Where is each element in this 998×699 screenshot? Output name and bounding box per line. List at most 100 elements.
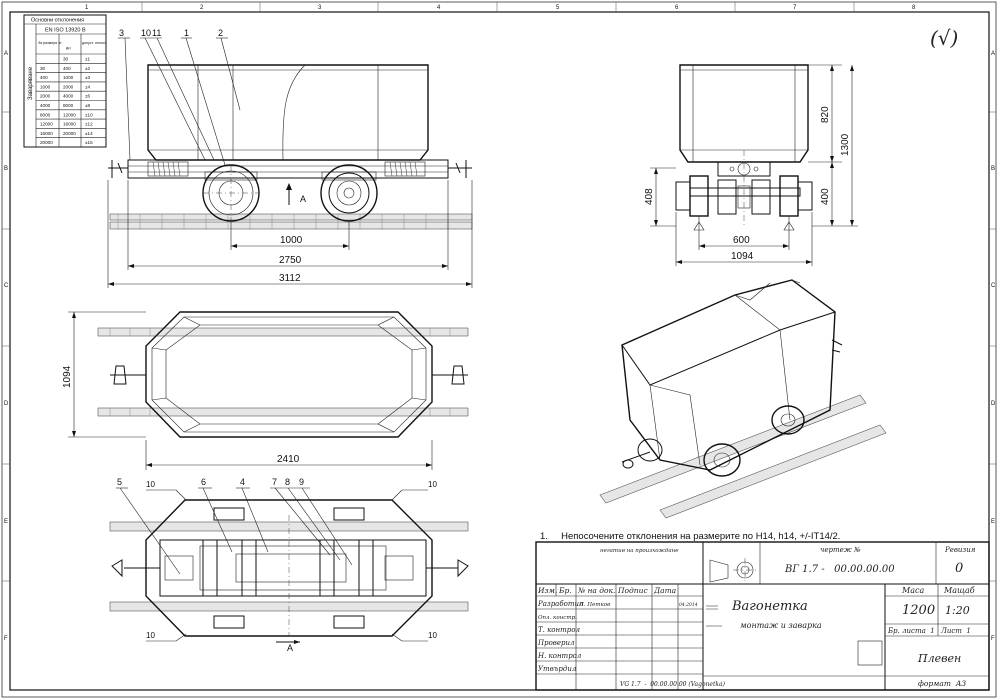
title-block: негатив на произхождане чертеж № ВГ 1.7 …: [535, 541, 990, 691]
tolerance-cell: ±3: [85, 75, 91, 80]
tolerance-cell: 20000: [63, 131, 76, 136]
zone-dividers-side: [2, 111, 996, 582]
zone-rows-left: A B C D E F: [4, 51, 9, 642]
title-sheet-no: Лист 1: [940, 627, 971, 635]
side-balloon-11: 11: [152, 28, 161, 38]
zone-row-f-r: F: [991, 636, 995, 642]
side-balloon-3: 3: [119, 28, 124, 38]
zone-row-b-r: B: [991, 166, 995, 172]
zone-col-7: 7: [793, 5, 797, 11]
sheet-inner-frame: [9, 11, 990, 691]
tolerance-cell: 2000: [63, 84, 74, 89]
title-footer-file: VG 1.7 - 00.00.00.00 (Vagonetka): [620, 681, 726, 688]
zone-col-5: 5: [556, 5, 560, 11]
zone-col-3: 3: [318, 5, 322, 11]
tolerance-cell: 16000: [63, 122, 76, 127]
side-frame: [127, 159, 449, 179]
top-body-outer: [145, 311, 433, 438]
tolerance-cell: ±2: [85, 66, 91, 71]
tolerance-cell: 12000: [40, 122, 53, 127]
bottom-weld-label-tr: 10: [428, 480, 437, 489]
tolerance-cell: 2000: [40, 94, 51, 99]
tolerance-cell: 30: [40, 66, 46, 71]
title-col-doc: № на док.: [577, 586, 615, 595]
title-row-norm-control: Н. контрол: [537, 652, 581, 660]
bottom-weld-label-bl: 10: [146, 631, 155, 640]
side-dim-3112: 3112: [279, 273, 301, 284]
side-dim-1000: 1000: [280, 235, 303, 246]
title-mass: 1200: [902, 603, 935, 618]
side-rail-bottom: [109, 221, 473, 230]
top-dim-2410: 2410: [277, 454, 300, 465]
zone-row-d: D: [4, 401, 9, 407]
tolerance-cell: 1000: [63, 75, 74, 80]
tolerance-col-from: За размери от: [38, 41, 62, 45]
side-balloon-2: 2: [218, 28, 223, 38]
title-scale: 1:20: [945, 604, 970, 617]
tolerance-cell: ±4: [85, 84, 91, 89]
tolerance-cell: ±8: [85, 103, 91, 108]
zone-rows-right: A B C D E F: [991, 51, 996, 642]
bottom-balloon-5: 5: [117, 477, 122, 487]
title-row-developed: Разработил: [537, 600, 583, 608]
top-dim-1094: 1094: [62, 365, 73, 388]
end-dim-600: 600: [733, 235, 750, 246]
tolerance-cell: 30: [63, 57, 69, 62]
end-dim-1300: 1300: [840, 133, 851, 156]
tolerance-cell: ±6: [85, 94, 91, 99]
tolerance-cell: ±10: [85, 112, 93, 117]
zone-col-2: 2: [200, 5, 204, 11]
tolerance-cell: ±16: [85, 140, 93, 145]
bottom-balloon-4: 4: [240, 477, 245, 487]
tolerance-cell: ±14: [85, 131, 93, 136]
tolerance-cell: ±1: [85, 57, 91, 62]
tolerance-cell: 4000: [40, 103, 51, 108]
tolerance-cell: 1000: [40, 84, 51, 89]
title-company: Плевен: [917, 652, 961, 665]
tolerance-cell: ±12: [85, 122, 93, 127]
title-row-checked: Проверил: [537, 639, 574, 647]
title-col-izm: Изм.: [537, 586, 557, 595]
top-view: 1094 2410: [62, 311, 469, 470]
iso-body: [621, 279, 836, 471]
iso-wheel-front-left: [703, 443, 741, 477]
zone-row-b: B: [4, 166, 8, 172]
tolerance-cell: 4000: [63, 94, 74, 99]
title-orig-label: негатив на произхождане: [600, 548, 679, 554]
end-dim-408: 408: [644, 188, 655, 205]
title-drawing-no-label: чертеж №: [820, 546, 861, 554]
zone-row-d-r: D: [991, 401, 996, 407]
projection-symbol: [709, 558, 757, 583]
zone-col-6: 6: [675, 5, 679, 11]
zone-col-8: 8: [912, 5, 916, 11]
tolerance-cell: 16000: [40, 131, 53, 136]
tolerance-table-standard: EN ISO 13920 B: [45, 28, 86, 34]
bottom-weld-label-tl: 10: [146, 480, 155, 489]
title-revision: 0: [955, 561, 963, 576]
title-subtitle: монтаж и заварка: [740, 621, 822, 630]
tolerance-cell: 8000: [40, 112, 51, 117]
title-drawing-no: ВГ 1.7 - 00.00.00.00: [784, 564, 895, 575]
zone-row-a-r: A: [991, 51, 995, 57]
title-date: 04.2014: [679, 602, 698, 608]
roughness-symbol: (√): [930, 26, 958, 50]
title-name: Вагонетка: [731, 599, 808, 614]
title-row-approved: Утвърдил: [538, 665, 576, 673]
zone-row-e: E: [4, 519, 8, 525]
bottom-view: A 5 6 4 7 8 9 10 10 10 10: [109, 477, 469, 653]
tolerance-table: Основни отклонения EN ISO 13920 B За раз…: [23, 14, 107, 148]
tolerance-col-dev: допуст. отклон.: [82, 41, 107, 45]
bottom-body-outer: [145, 499, 433, 637]
zone-row-c: C: [4, 283, 9, 289]
zone-row-c-r: C: [991, 283, 996, 289]
title-row-tech-control: Т. контрол: [538, 626, 580, 634]
side-rail-top: [109, 213, 473, 221]
title-format: формат А3: [918, 679, 966, 688]
isometric-view: [599, 279, 887, 519]
bottom-balloon-8: 8: [285, 477, 290, 487]
bottom-balloon-7: 7: [272, 477, 277, 487]
tolerance-table-title: Основни отклонения: [31, 18, 84, 24]
